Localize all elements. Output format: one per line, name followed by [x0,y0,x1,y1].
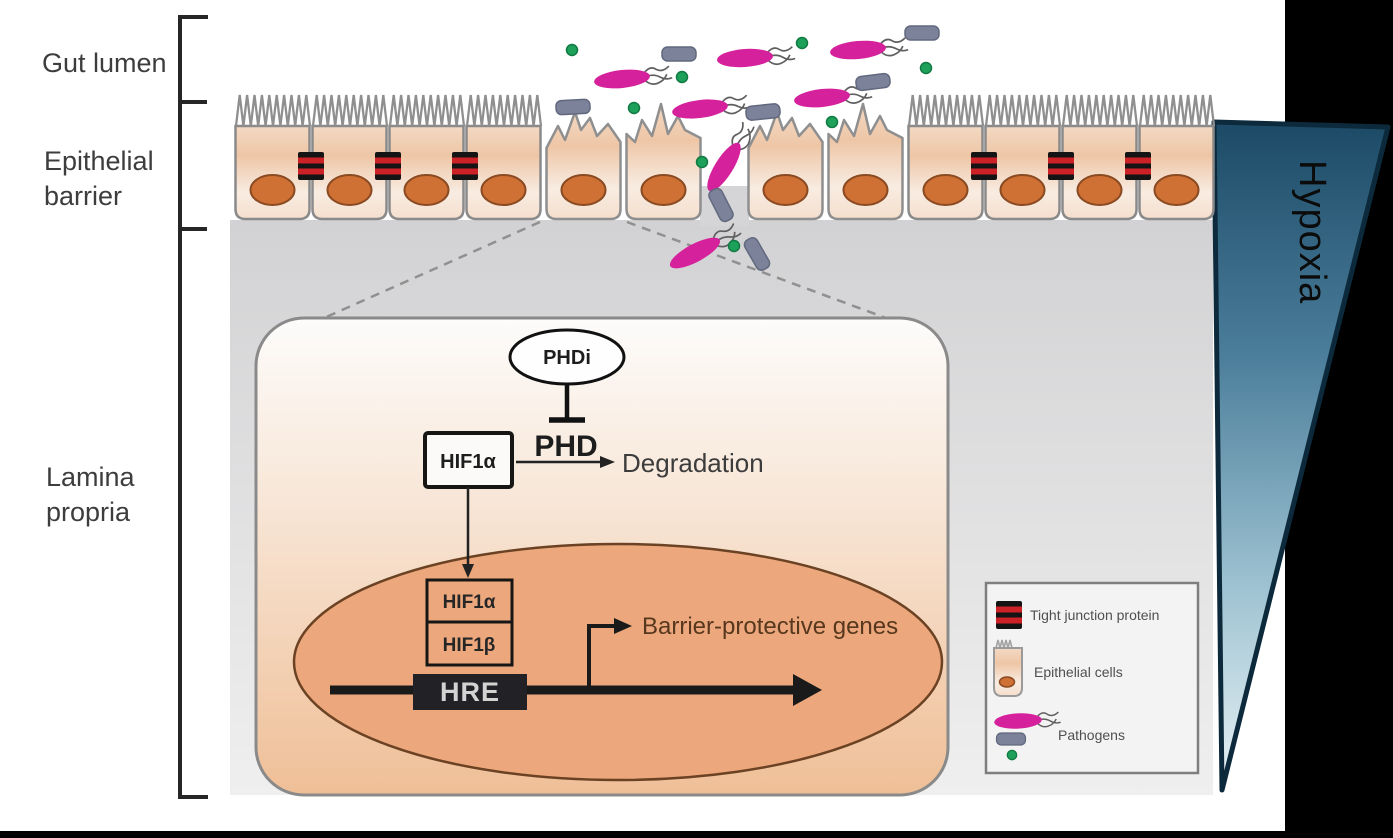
magnification-dashed-lines [323,220,887,320]
hif1a-cytoplasm-label: HIF1α [440,451,496,473]
damaged-epithelial-cell [545,110,622,221]
tight-junction-icon [1048,152,1074,180]
microbe-dot-icon [825,115,839,129]
microbe-dot-icon [727,239,741,253]
hypoxia-label: Hypoxia [1291,160,1333,304]
epithelial-barrier-label-line2: barrier [44,181,122,211]
epithelial-cell-icon [993,639,1023,697]
nuclear-translocation-arrow [462,487,474,578]
microbe-dot-icon [627,101,641,115]
lamina-propria-label-line1: Lamina [46,462,136,492]
tight-junction-icon [1125,152,1151,180]
gut-lumen-label: Gut lumen [42,48,167,78]
gene-line-arrow [330,674,822,706]
hypoxia-gradient-triangle: Hypoxia [1211,119,1391,793]
pathogen-rod-icon [554,98,592,116]
magnified-cell: PHDi PHD HIF1α Degradation HIF1α HIF1β [254,316,950,797]
target-genes-label: Barrier-protective genes [642,613,898,640]
microbe-dot-icon [675,70,689,84]
pathogen-rod-icon [661,46,697,62]
hre-label: HRE [440,677,500,707]
lamina-propria-label-line2: propria [46,497,131,527]
tight-junction-icon [375,152,401,180]
legend: Tight junction protein Epithelial cells … [984,581,1200,775]
tight-junction-icon [298,152,324,180]
pathogen-rod-icon [904,25,940,41]
tight-junction-icon [452,152,478,180]
epithelial-barrier-label-line1: Epithelial [44,146,154,176]
damaged-epithelial-cell [747,110,824,221]
region-brackets [178,15,208,799]
legend-epithelial-cells-label: Epithelial cells [1034,664,1123,680]
transcription-start-arrow [587,618,632,688]
phdi-label: PHDi [543,347,591,369]
inhibition-tbar-icon [549,384,585,423]
hif1a-nuclear-label: HIF1α [443,592,496,613]
phd-label: PHD [534,430,597,463]
pathogen-rod-icon [744,102,782,122]
region-labels: Gut lumen Epithelial barrier Lamina prop… [42,48,167,527]
hif1b-nuclear-box [425,620,514,667]
hre-box [413,674,527,710]
legend-pathogens-label: Pathogens [1058,727,1125,743]
microbe-dot-icon [795,36,809,50]
microbe-dot-icon [919,61,933,75]
tight-junction-icon [971,152,997,180]
legend-tight-junction-label: Tight junction protein [1030,607,1159,623]
microbe-dot-icon [565,43,579,57]
degradation-label: Degradation [622,448,764,478]
bottom-black-bar [0,831,1393,838]
cell-nucleus [292,542,944,782]
hif1b-nuclear-label: HIF1β [443,635,496,656]
degradation-arrow [516,456,615,468]
tight-junction-icon [996,601,1022,629]
microbe-dot-icon [695,155,709,169]
